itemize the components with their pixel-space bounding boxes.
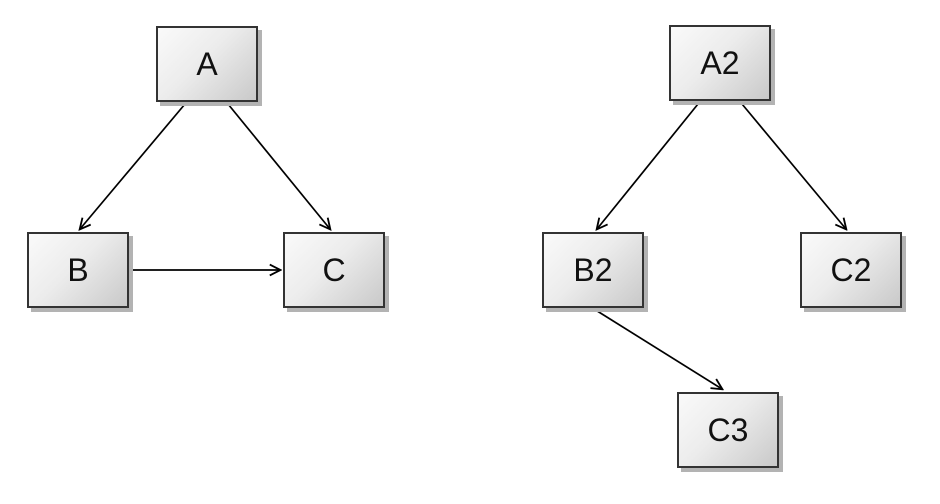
node-C2-label: C2 [830, 252, 872, 288]
edge-A-to-C [227, 103, 330, 229]
edge-A2-to-B2 [597, 103, 699, 229]
node-C3: C3 [677, 392, 779, 468]
node-B-label: B [67, 252, 89, 288]
edge-A2-to-C2 [741, 103, 846, 229]
node-A: A [156, 26, 258, 102]
node-C-label: C [322, 252, 346, 288]
node-A2: A2 [669, 25, 771, 101]
node-B2-label: B2 [573, 252, 613, 288]
node-A-label: A [196, 46, 218, 82]
node-C2: C2 [800, 232, 902, 308]
edge-B2-to-C3 [593, 308, 722, 389]
node-A2-label: A2 [700, 45, 740, 81]
node-B2: B2 [542, 232, 644, 308]
node-C: C [283, 232, 385, 308]
node-B: B [27, 232, 129, 308]
edge-A-to-B [80, 103, 186, 229]
node-C3-label: C3 [707, 412, 749, 448]
